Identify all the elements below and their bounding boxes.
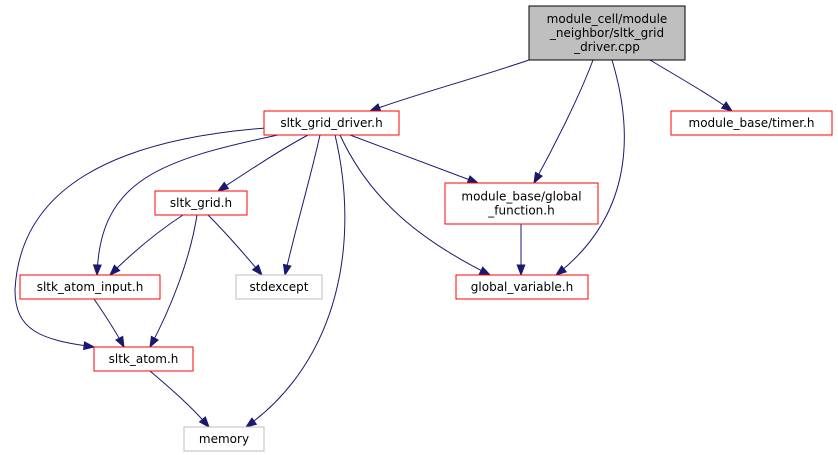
node-box [19,274,161,300]
node-label-line: memory [199,432,249,446]
edge-atom_h-to-memory [149,370,210,429]
arrowhead-icon [720,101,734,112]
node-label-line: sltk_atom_input.h [37,280,144,294]
node-box [183,426,265,452]
edge-grid_driver_h-to-global_function_h [349,134,480,184]
node-label-line: sltk_atom.h [109,352,179,366]
arrowhead-icon [466,175,480,184]
node-label-line: global_variable.h [471,280,573,294]
node-box [455,274,589,300]
edge-line [284,134,321,276]
node-label-line: module_base/timer.h [689,116,815,130]
arrowhead-icon [244,417,258,428]
node-box [93,346,194,372]
arrowhead-icon [92,264,102,277]
node-root[interactable]: module_cell/module_neighbor/sltk_grid_dr… [528,5,686,61]
edge-line [555,59,625,276]
edge-grid_driver_h-to-grid_h [216,134,309,192]
edge-grid_h-to-atom_input_h [109,214,184,276]
edge-line [245,134,346,428]
arrowhead-icon [149,335,159,349]
edge-line [349,134,479,184]
edge-grid_driver_h-to-atom_h [14,127,267,351]
edge-root-to-global_function_h [533,59,594,185]
node-box [528,5,686,61]
edges-layer [14,59,734,429]
arrowhead-icon [216,181,230,192]
node-box [235,274,323,300]
node-grid-h[interactable]: sltk_grid.h [154,190,248,216]
edge-global_function_h-to-global_variable_h [516,223,526,277]
node-label-line: stdexcept [250,280,309,294]
edge-grid_driver_h-to-global_variable_h [339,134,492,276]
node-box [444,182,599,225]
arrowhead-icon [251,264,263,277]
edge-line [533,59,594,184]
node-memory[interactable]: memory [183,426,265,452]
arrowhead-icon [368,103,382,112]
edge-grid_driver_h-to-stdexcept [282,134,321,277]
node-label-line: sltk_grid_driver.h [280,116,382,130]
arrowhead-icon [109,264,121,276]
edge-grid_h-to-atom_h [149,214,198,349]
arrowhead-icon [282,263,292,277]
edge-grid_driver_h-to-atom_input_h [92,134,279,277]
edge-grid_h-to-stdexcept [207,214,263,277]
edge-root-to-grid_driver_h [368,59,530,112]
arrowhead-icon [198,416,210,429]
edge-line [96,134,279,276]
node-grid-driver-h[interactable]: sltk_grid_driver.h [263,110,400,136]
node-label-line: sltk_grid.h [170,196,232,210]
node-global-variable-h[interactable]: global_variable.h [455,274,589,300]
node-label-line: module_cell/module [547,12,668,26]
nodes-layer: module_cell/module_neighbor/sltk_grid_dr… [19,5,833,452]
edge-line [339,134,491,276]
edge-root-to-global_variable_h [554,59,625,276]
edge-line [109,214,184,276]
edge-line [217,134,309,192]
node-box [263,110,400,136]
node-global-function-h[interactable]: module_base/global_function.h [444,182,599,225]
arrowhead-icon [115,335,125,349]
node-box [670,110,833,136]
edge-line [14,127,267,348]
edge-root-to-timer_h [649,59,734,112]
edge-line [649,59,733,112]
node-label-line: module_base/global [461,190,581,204]
node-box [154,190,248,216]
node-label-line: _function.h [487,204,554,218]
edge-line [207,214,263,276]
edge-grid_driver_h-to-memory [244,134,346,428]
node-timer-h[interactable]: module_base/timer.h [670,110,833,136]
arrowhead-icon [554,264,568,276]
node-label-line: _neighbor/sltk_grid [549,26,664,40]
node-atom-h[interactable]: sltk_atom.h [93,346,194,372]
edge-atom_input_h-to-atom_h [93,298,125,349]
arrowhead-icon [516,264,526,277]
node-label-line: _driver.cpp [573,40,640,54]
edge-line [149,214,198,348]
node-stdexcept[interactable]: stdexcept [235,274,323,300]
node-atom-input-h[interactable]: sltk_atom_input.h [19,274,161,300]
arrowhead-icon [478,266,492,276]
edge-line [369,59,530,112]
arrowhead-icon [533,171,544,185]
edge-line [149,370,210,428]
arrowhead-icon [83,341,96,351]
